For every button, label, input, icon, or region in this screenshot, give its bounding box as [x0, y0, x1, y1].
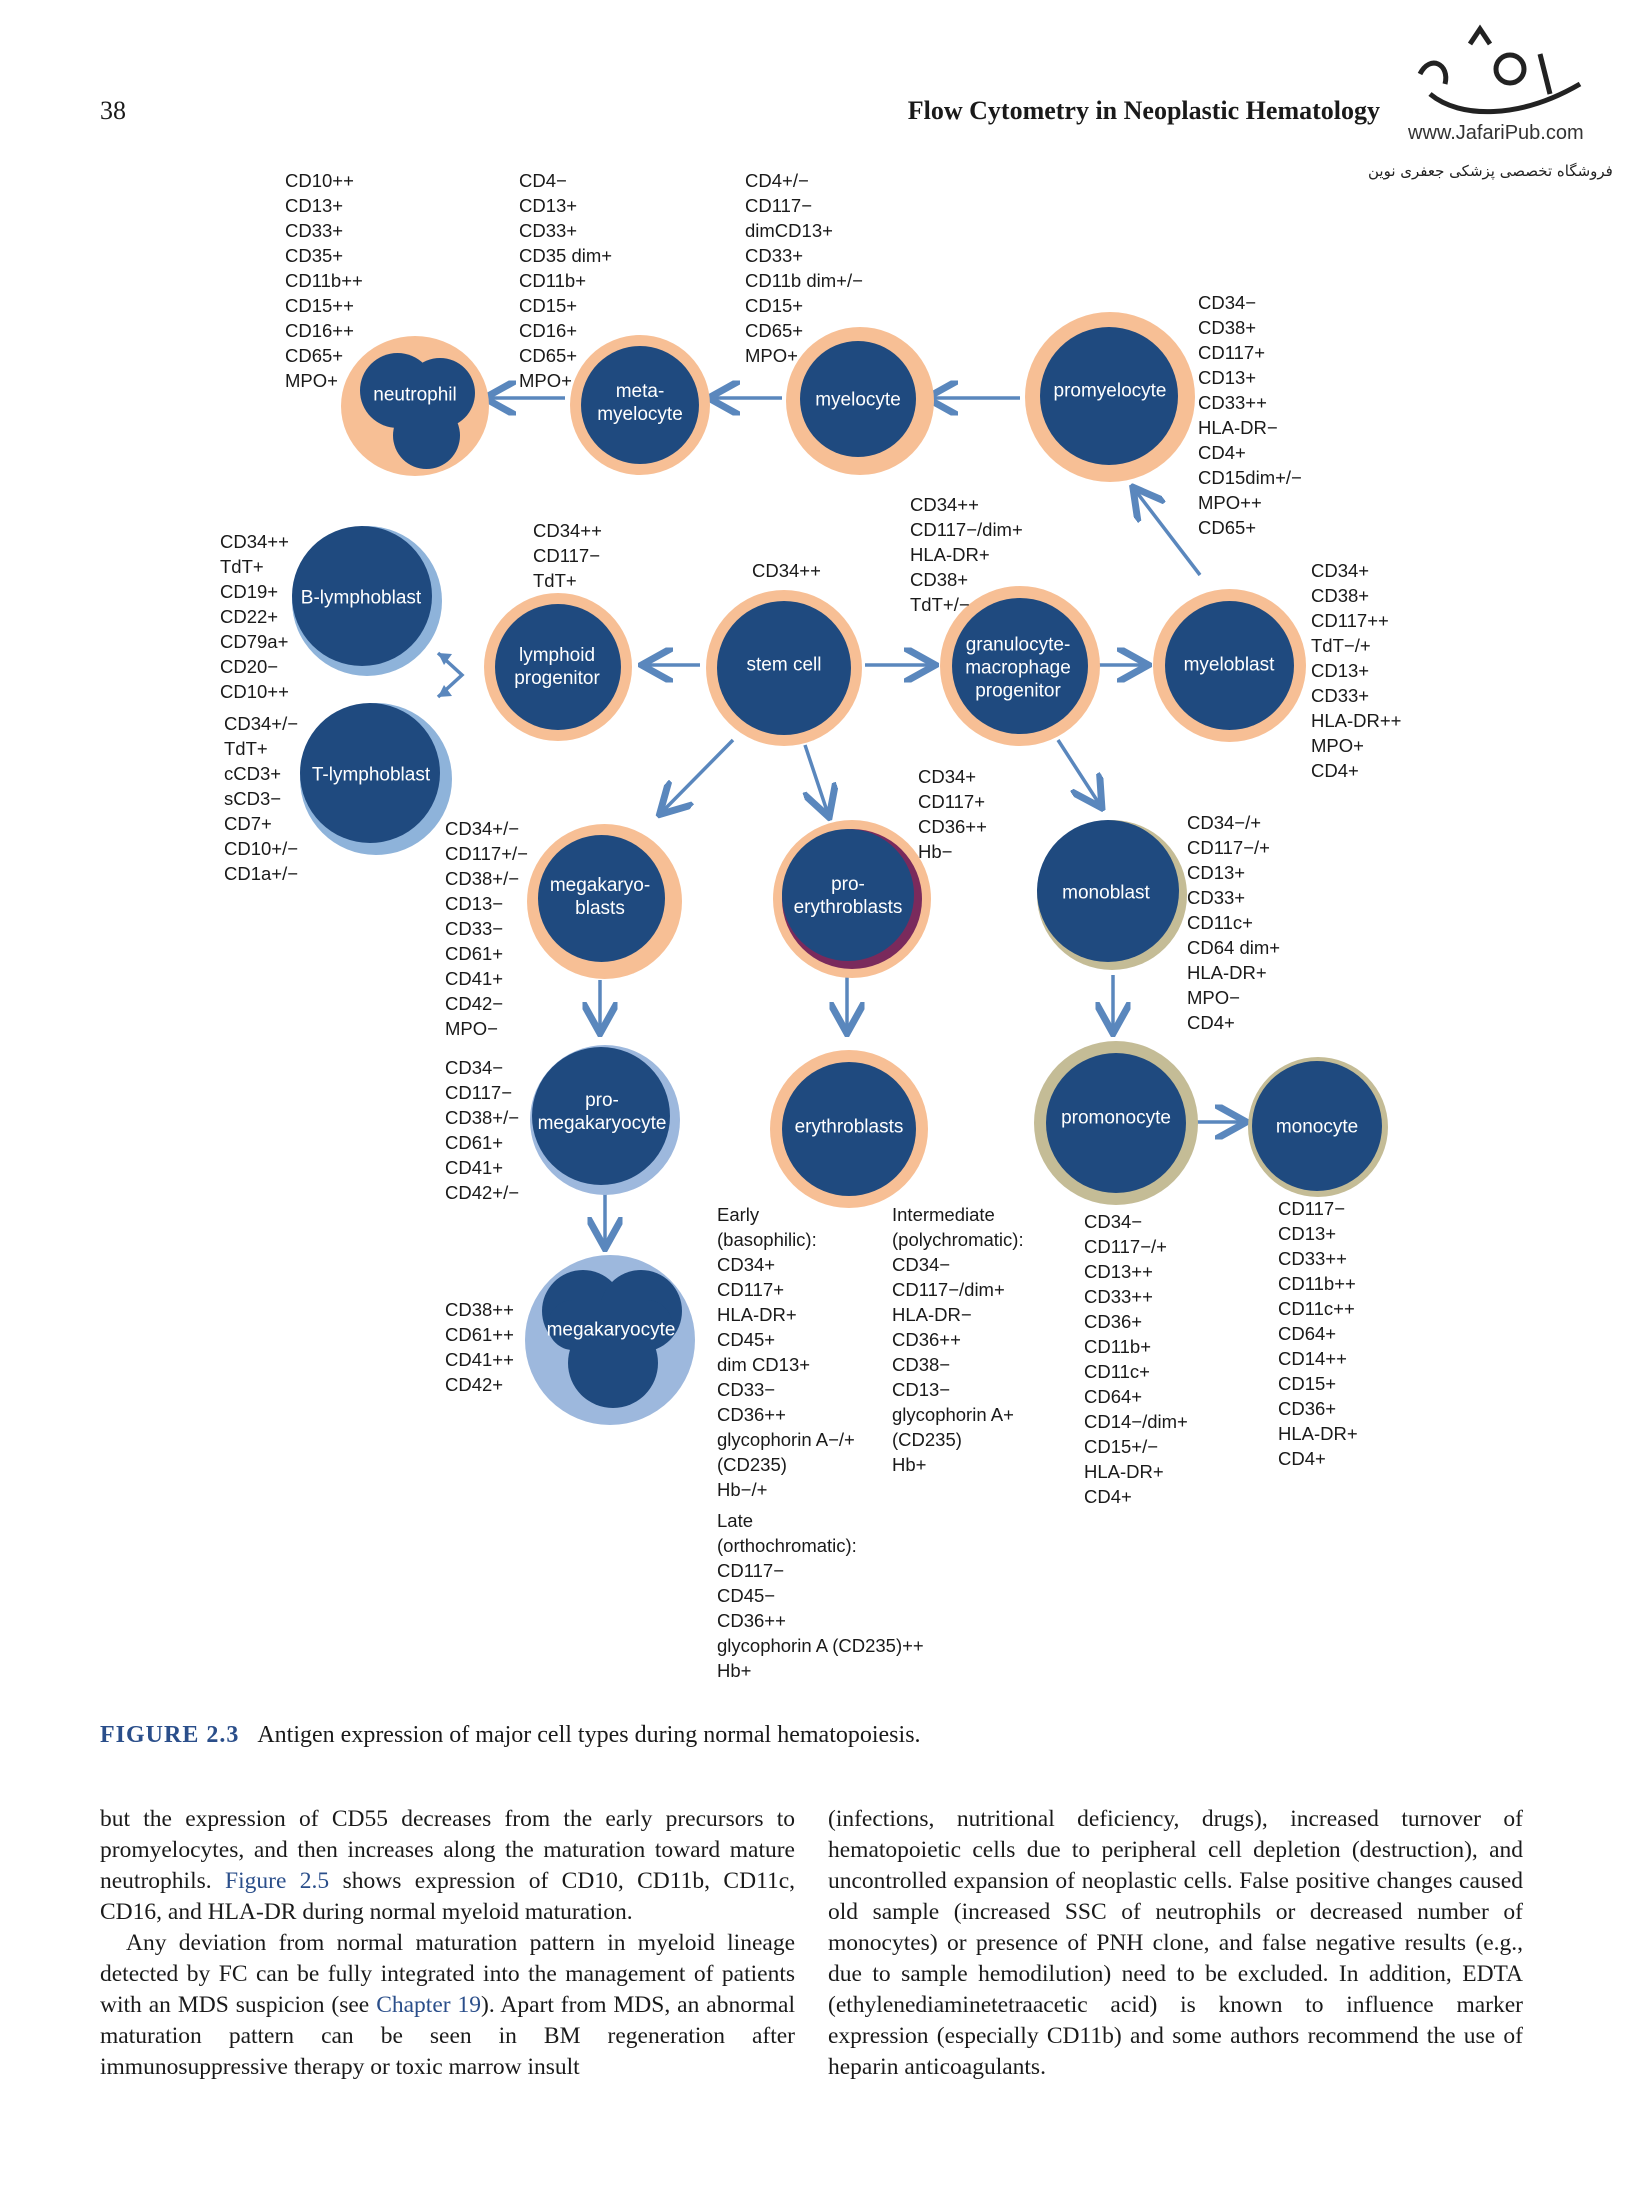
monoblast-label: monoblast [1062, 882, 1150, 904]
gm-progenitor-label: granulocyte- macrophage progenitor [965, 634, 1071, 702]
markers-promonocyte: CD34− CD117−/+ CD13++ CD33++ CD36+ CD11b… [1084, 1211, 1188, 1507]
body-paragraph: but the expression of CD55 decreases fro… [100, 1804, 795, 1928]
figure-caption: FIGURE 2.3 Antigen expression of major ce… [100, 1722, 921, 1749]
arrow-gmp-monoblast [1056, 739, 1100, 805]
lymphoid-progenitor-nucleus [495, 604, 621, 730]
neutrophil-lobe-3 [393, 402, 460, 469]
gm-progenitor-nucleus [952, 598, 1088, 734]
promegakaryocyte-nucleus [532, 1047, 670, 1185]
figure-2-5-link[interactable]: Figure 2.5 [225, 1868, 330, 1894]
body-text: ). Apart from MDS, an abnormal maturatio… [100, 1992, 796, 2080]
markers-monoblast: CD34−/+ CD117−/+ CD13+ CD33+ CD11c+ CD64… [1187, 812, 1281, 1033]
markers-neutrophil: CD10++ CD13+ CD33+ CD35+ CD11b++ CD15++ … [285, 170, 363, 391]
t-lymphoblast-nucleus [300, 703, 440, 843]
markers-myeloblast: CD34+ CD38+ CD117++ TdT−/+ CD13+ CD33+ H… [1311, 560, 1402, 781]
markers-gm-progenitor: CD34++ CD117−/dim+ HLA-DR+ CD38+ TdT+/− [910, 494, 1023, 615]
b-lymphoblast-nucleus [292, 526, 432, 666]
markers-t-lymphoblast: CD34+/− TdT+ cCD3+ sCD3− CD7+ CD10+/− CD… [224, 713, 299, 884]
myelocyte-label: myelocyte [815, 389, 901, 411]
figure-label: FIGURE 2.3 [100, 1722, 240, 1748]
monocyte-label: monocyte [1275, 1116, 1359, 1138]
watermark-persian: فروشگاه تخصصی پزشکی جعفری نوین [1368, 162, 1613, 180]
markers-metamyelocyte: CD4− CD13+ CD33+ CD35 dim+ CD11b+ CD15+ … [519, 170, 613, 391]
monoblast-nucleus [1037, 820, 1179, 962]
body-paragraph: Any deviation from normal maturation pat… [100, 1928, 795, 2083]
megakaryoblasts-label: megakaryo- blasts [549, 875, 651, 919]
promegakaryocyte-label: pro- megakaryocyte [537, 1090, 667, 1134]
metamyelocyte-nucleus [581, 346, 699, 464]
promonocyte-label: promonocyte [1061, 1107, 1171, 1129]
markers-promegakaryocyte: CD34− CD117− CD38+/− CD61+ CD41+ CD42+/− [445, 1057, 520, 1203]
markers-erythroblast-intermediate: Intermediate (polychromatic): CD34− CD11… [892, 1204, 1024, 1475]
body-column-left: but the expression of CD55 decreases fro… [100, 1804, 795, 2083]
markers-monocyte: CD117− CD13+ CD33++ CD11b++ CD11c++ CD64… [1278, 1198, 1358, 1469]
markers-erythroblast-late: Late (orthochromatic): CD117− CD45− CD36… [717, 1510, 924, 1681]
myeloblast-label: myeloblast [1183, 654, 1275, 676]
markers-proerythroblasts: CD34+ CD117+ CD36++ Hb− [918, 766, 987, 862]
metamyelocyte-label: meta- myelocyte [597, 381, 683, 425]
body-text: but the expression of CD55 decreases fro… [100, 1806, 795, 1894]
figure-caption-text: Antigen expression of major cell types d… [257, 1722, 921, 1748]
stem-cell-label: stem cell [746, 654, 822, 676]
markers-erythroblast-early: Early (basophilic): CD34+ CD117+ HLA-DR+… [717, 1204, 855, 1500]
erythroblasts-nucleus [782, 1062, 916, 1196]
megakaryoblasts-nucleus [538, 835, 665, 962]
neutrophil-label: neutrophil [373, 384, 457, 406]
markers-stem-cell: CD34++ [752, 560, 821, 581]
publisher-logo-icon [1417, 24, 1582, 115]
proerythroblasts-nucleus [782, 829, 914, 961]
stem-cell-nucleus [717, 601, 851, 735]
myelocyte-nucleus [800, 341, 916, 457]
promyelocyte-label: promyelocyte [1053, 380, 1167, 402]
running-title: Flow Cytometry in Neoplastic Hematology [907, 96, 1380, 125]
chapter-19-link[interactable]: Chapter 19 [376, 1992, 482, 2018]
body-text: Any deviation from normal maturation pat… [100, 1930, 795, 2018]
body-column-right: (infections, nutritional deficiency, dru… [828, 1804, 1523, 2083]
markers-lymphoid-progenitor: CD34++ CD117− TdT+ [533, 520, 602, 591]
markers-promyelocyte: CD34− CD38+ CD117+ CD13+ CD33++ HLA-DR− … [1198, 292, 1302, 538]
megakaryocyte-lobe-4 [548, 1300, 672, 1350]
monocyte-nucleus [1252, 1061, 1382, 1191]
markers-myelocyte: CD4+/− CD117− dimCD13+ CD33+ CD11b dim+/… [745, 170, 863, 366]
promonocyte-nucleus [1046, 1053, 1186, 1193]
markers-megakaryoblasts: CD34+/− CD117+/− CD38+/− CD13− CD33− CD6… [445, 818, 528, 1039]
proerythroblasts-label: pro- erythroblasts [793, 874, 903, 918]
arrow-stem-megakaryoblasts [662, 738, 735, 812]
t-lymphoblast-label: T-lymphoblast [311, 764, 431, 786]
body-text: shows expression of CD10, CD11b, CD11c, … [100, 1868, 796, 1925]
myeloblast-nucleus [1165, 601, 1294, 730]
body-paragraph: (infections, nutritional deficiency, dru… [828, 1806, 1523, 2080]
lymphoid-progenitor-label: lymphoid progenitor [514, 645, 600, 689]
megakaryocyte-label: megakaryocyte [546, 1319, 676, 1341]
page-number: 38 [100, 96, 126, 125]
erythroblasts-label: erythroblasts [794, 1116, 904, 1138]
b-lymphoblast-label: B-lymphoblast [300, 587, 422, 609]
arrow-myeloblast-promyelocyte [1135, 490, 1202, 577]
arrow-stem-proerythroblasts [805, 744, 828, 814]
promyelocyte-nucleus [1040, 327, 1178, 465]
markers-megakaryocyte: CD38++ CD61++ CD41++ CD42+ [445, 1299, 514, 1395]
markers-b-lymphoblast: CD34++ TdT+ CD19+ CD22+ CD79a+ CD20− CD1… [220, 531, 289, 702]
watermark-url: www.JafariPub.com [1408, 122, 1584, 144]
